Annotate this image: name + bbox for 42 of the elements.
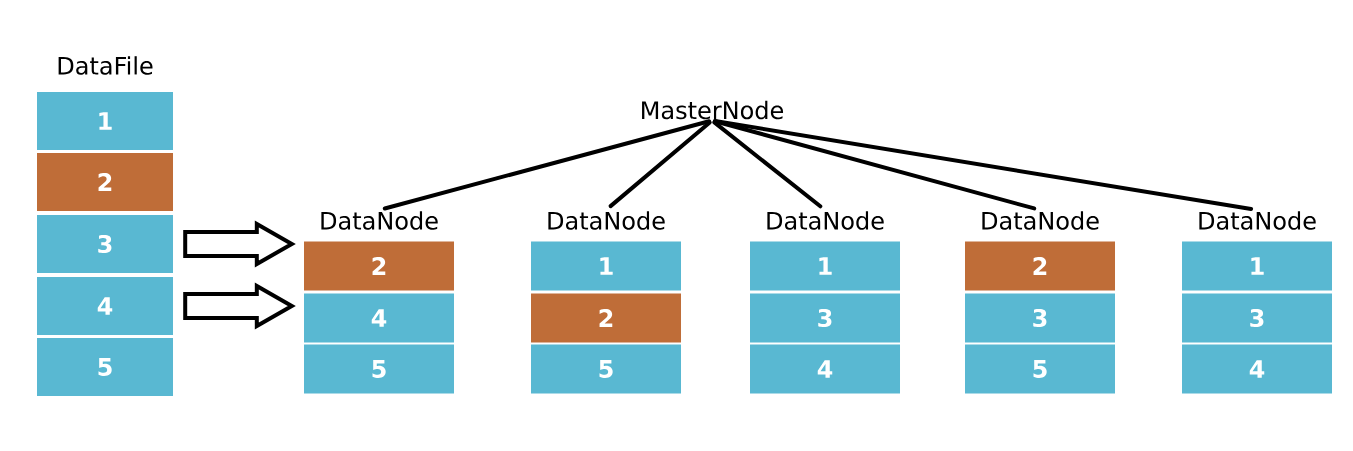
connector-line	[712, 119, 1254, 212]
data-block: 1	[531, 241, 681, 291]
data-block: 1	[1182, 241, 1332, 291]
data-block: 1	[37, 92, 173, 150]
node-label: 3	[818, 308, 832, 328]
stack-heading: DataFile	[58, 56, 153, 75]
connector-line	[608, 120, 712, 209]
data-block: 4	[37, 277, 173, 335]
node-label: 5	[372, 360, 386, 378]
stack-heading: DataNode	[548, 211, 665, 230]
data-block: 5	[965, 344, 1115, 394]
data-block: 4	[750, 344, 900, 394]
data-block: 3	[1182, 293, 1332, 343]
data-block: 5	[304, 344, 454, 394]
data-block: 2	[37, 153, 173, 211]
connector-line	[712, 119, 1037, 211]
data-block: 3	[965, 293, 1115, 343]
stack-heading: DataNode	[982, 211, 1099, 230]
stack-heading: DataNode	[767, 211, 884, 230]
block-arrow	[183, 220, 296, 268]
connector-line	[382, 119, 712, 211]
data-block: 3	[750, 293, 900, 343]
data-block: 1	[750, 241, 900, 291]
node-label: 4	[1249, 360, 1265, 378]
node-label: 4	[817, 360, 833, 378]
data-block: 4	[1182, 344, 1332, 394]
data-block: 2	[965, 241, 1115, 291]
data-block: 5	[37, 338, 173, 396]
data-block: 4	[304, 293, 454, 343]
node-label: 3	[1250, 308, 1264, 328]
connector-line	[712, 120, 823, 209]
stack-heading: DataNode	[321, 211, 438, 230]
block-arrow	[183, 282, 296, 330]
data-block: 2	[531, 293, 681, 343]
node-label: 4	[371, 309, 387, 327]
stack-heading: DataNode	[1199, 211, 1316, 230]
master-node-label: MasterNode	[642, 100, 784, 120]
node-label: 5	[1033, 360, 1047, 378]
node-label: 3	[1033, 308, 1047, 328]
data-block: 5	[531, 344, 681, 394]
data-block: 3	[37, 215, 173, 273]
data-block: 2	[304, 241, 454, 291]
